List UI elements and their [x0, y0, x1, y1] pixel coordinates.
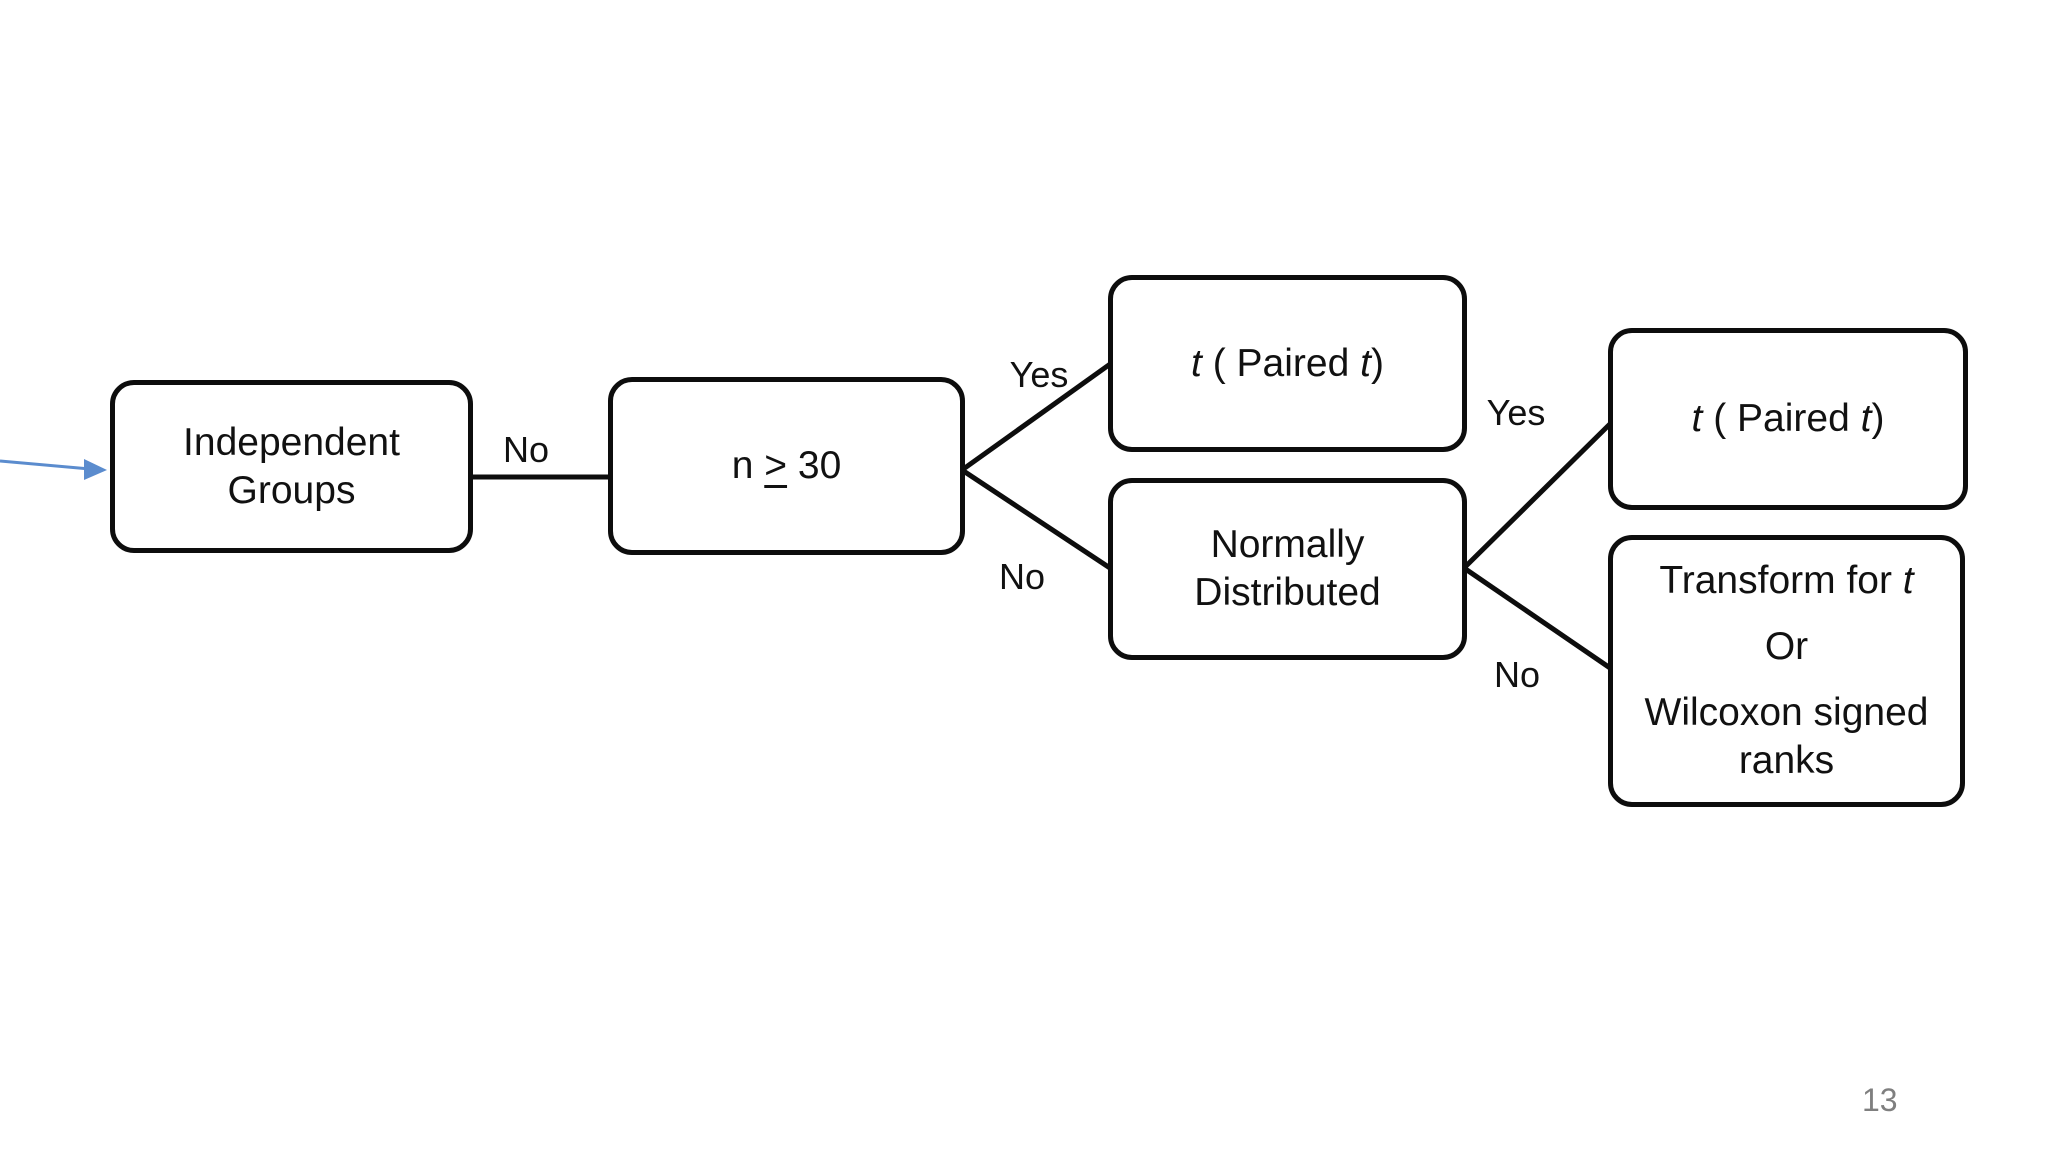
- node-text-line: Groups: [227, 468, 356, 512]
- node-n-ge-30: n > 30: [608, 377, 965, 555]
- node-paired-t-right: t ( Paired t): [1608, 328, 1968, 510]
- node-paired-t-top: t ( Paired t): [1108, 275, 1467, 452]
- node-text-line: Independent: [183, 420, 400, 464]
- entry-arrow: [0, 459, 91, 471]
- edge-label-yes-1: Yes: [1009, 354, 1069, 395]
- node-text-line: t ( Paired t): [1691, 397, 1885, 440]
- entry-arrow-head-icon: [84, 459, 107, 480]
- edge-label-yes-2: Yes: [1486, 392, 1546, 433]
- edge-line-no-2: [960, 467, 1115, 573]
- edge-label-no-3: No: [1493, 654, 1541, 695]
- page-number: 13: [1862, 1082, 1898, 1118]
- node-text-line: Transform for t: [1659, 559, 1914, 602]
- node-text-line: n > 30: [731, 444, 842, 487]
- edge-label-no-2: No: [998, 556, 1046, 597]
- node-text-line: t ( Paired t): [1191, 341, 1384, 385]
- node-text-line: Or: [1764, 625, 1809, 668]
- edge-label-no-1: No: [502, 429, 550, 470]
- edge-line-yes-2: [1462, 419, 1615, 570]
- node-text-line: Distributed: [1194, 571, 1381, 614]
- node-text-line: Wilcoxon signed ranks: [1644, 691, 1929, 782]
- node-text-line: Normally: [1210, 523, 1365, 566]
